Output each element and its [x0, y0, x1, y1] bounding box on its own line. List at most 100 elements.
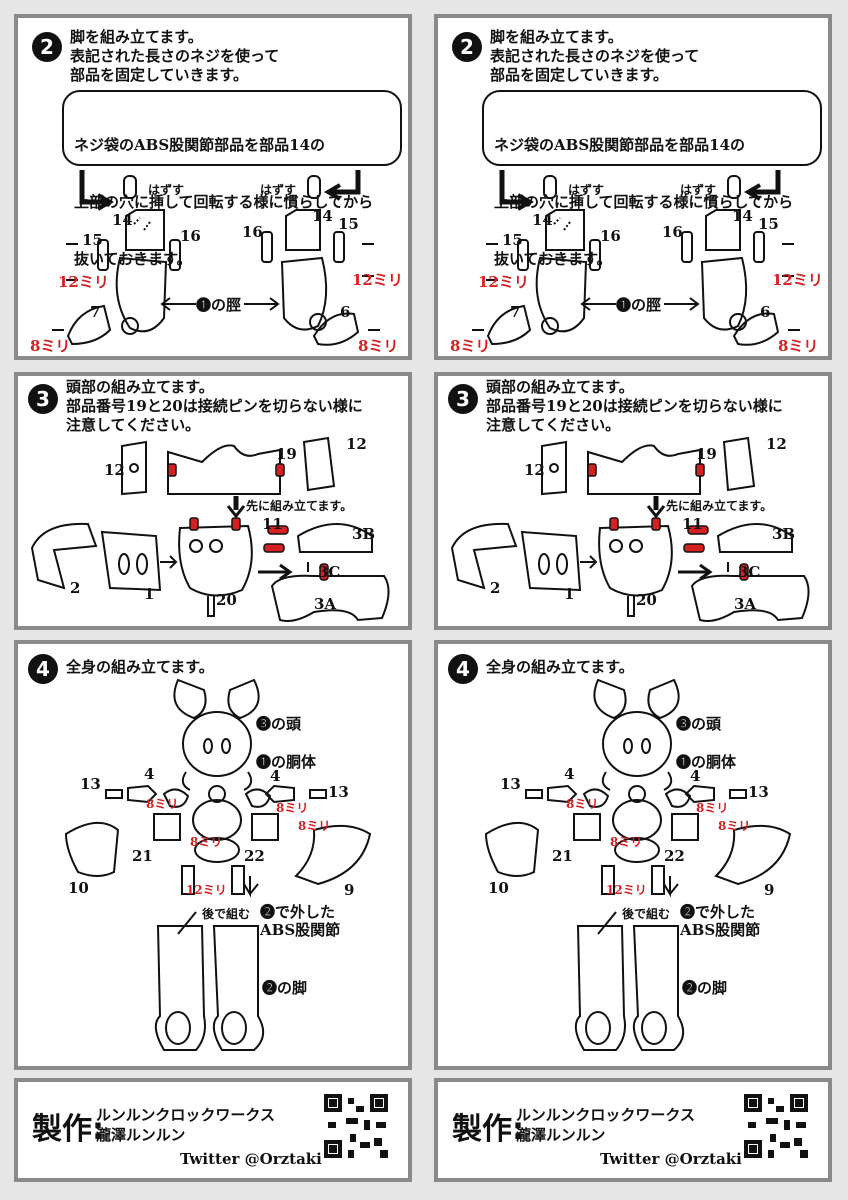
- screw-8mm-label: 8ミリ: [358, 337, 399, 355]
- head-label: ❸の頭: [676, 715, 722, 733]
- part-label-2: 2: [70, 579, 81, 597]
- part-label-14: 14: [732, 207, 753, 225]
- head-assembly-drawing: [30, 436, 390, 622]
- leg-assembly-drawing: [472, 170, 800, 346]
- screw-12mm-label: 12ミリ: [478, 273, 529, 291]
- screw-8mm-label: 8ミリ: [190, 835, 223, 849]
- part-label-3b: 3B: [772, 525, 796, 543]
- torso-label: ❶の胴体: [676, 753, 737, 771]
- step-number-badge: 4: [28, 654, 58, 684]
- part-label-14: 14: [532, 211, 553, 229]
- step-number-badge: 4: [448, 654, 478, 684]
- part-label-7: 7: [90, 303, 101, 321]
- screw-8mm-label: 8ミリ: [276, 801, 309, 815]
- step3-panel-right: 3 頭部の組み立てます。 部品番号19と20は接続ピンを切らない様に 注意してく…: [434, 372, 832, 630]
- shin-label: ❶の脛: [196, 296, 242, 314]
- part-label-3c: 3C: [318, 563, 341, 581]
- part-label-15: 15: [758, 215, 779, 233]
- part-label-22: 22: [244, 847, 265, 865]
- part-label-21: 21: [132, 847, 153, 865]
- screw-12mm-label: 12ミリ: [186, 883, 227, 897]
- full-body-assembly-drawing: [484, 678, 792, 1051]
- step3-line-1: 頭部の組み立てます。: [66, 378, 214, 396]
- remove-label: はずす: [680, 183, 717, 197]
- screw-8mm-label: 8ミリ: [778, 337, 819, 355]
- part-label-16: 16: [600, 227, 621, 245]
- part-label-10: 10: [488, 879, 509, 897]
- step4-line-1: 全身の組み立てます。: [66, 658, 214, 676]
- part-label-20: 20: [636, 591, 657, 609]
- part-label-13: 13: [748, 783, 769, 801]
- head-assembly-drawing: [450, 436, 810, 622]
- credits-twitter: Twitter @Orztaki: [180, 1150, 322, 1168]
- legs-label: ❷の脚: [262, 979, 308, 997]
- credits-title: 製作:: [32, 1112, 104, 1147]
- part-label-2: 2: [490, 579, 501, 597]
- qr-code[interactable]: [324, 1094, 388, 1158]
- step-number-badge: 2: [452, 32, 482, 62]
- step4-panel-left: 4 全身の組み立てます。: [14, 640, 412, 1070]
- step2-line-2: 表記された長さのネジを使って: [70, 47, 280, 65]
- remove-label: はずす: [568, 183, 605, 197]
- remove-label: はずす: [260, 183, 297, 197]
- step3-panel-left: 3 頭部の組み立てます。 部品番号19と20は接続ピンを切らない様に 注意してく…: [14, 372, 412, 630]
- part-label-13: 13: [328, 783, 349, 801]
- legs-label: ❷の脚: [682, 979, 728, 997]
- shin-label: ❶の脛: [616, 296, 662, 314]
- part-label-4: 4: [144, 765, 155, 783]
- step2-line-1: 脚を組み立てます。: [490, 28, 623, 46]
- part-label-9: 9: [764, 881, 775, 899]
- part-label-1: 1: [144, 585, 155, 603]
- part-label-3a: 3A: [314, 595, 337, 613]
- head-label: ❸の頭: [256, 715, 302, 733]
- part-label-15: 15: [338, 215, 359, 233]
- credits-panel-right: 製作: ルンルンクロックワークス 瀧澤ルンルン Twitter @Orztaki: [434, 1078, 832, 1182]
- part-label-14: 14: [112, 211, 133, 229]
- step2-panel-right: 2 脚を組み立てます。 表記された長さのネジを使って 部品を固定していきます。 …: [434, 14, 832, 360]
- screw-12mm-label: 12ミリ: [606, 883, 647, 897]
- remove-label: はずす: [148, 183, 185, 197]
- screw-12mm-label: 12ミリ: [772, 271, 823, 289]
- credits-twitter: Twitter @Orztaki: [600, 1150, 742, 1168]
- part-label-12: 12: [766, 435, 787, 453]
- screw-12mm-label: 12ミリ: [58, 273, 109, 291]
- part-label-11: 11: [682, 515, 703, 533]
- part-label-9: 9: [344, 881, 355, 899]
- screw-8mm-label: 8ミリ: [146, 797, 179, 811]
- credits-studio: ルンルンクロックワークス: [96, 1106, 275, 1124]
- part-label-4: 4: [564, 765, 575, 783]
- part-label-12: 12: [524, 461, 545, 479]
- part-label-16: 16: [242, 223, 263, 241]
- screw-8mm-label: 8ミリ: [566, 797, 599, 811]
- part-label-4: 4: [270, 767, 281, 785]
- part-label-13: 13: [80, 775, 101, 793]
- part-label-19: 19: [276, 445, 297, 463]
- part-label-6: 6: [760, 303, 771, 321]
- screw-8mm-label: 8ミリ: [450, 337, 491, 355]
- qr-code[interactable]: [744, 1094, 808, 1158]
- credits-author: 瀧澤ルンルン: [516, 1126, 606, 1144]
- screw-8mm-label: 8ミリ: [696, 801, 729, 815]
- part-label-3c: 3C: [738, 563, 761, 581]
- leg-assembly-drawing: [52, 170, 380, 346]
- torso-label: ❶の胴体: [256, 753, 317, 771]
- credits-studio: ルンルンクロックワークス: [516, 1106, 695, 1124]
- assemble-later-label: 後で組む: [622, 907, 671, 921]
- part-label-20: 20: [216, 591, 237, 609]
- part-label-14: 14: [312, 207, 333, 225]
- note-bubble: ネジ袋のABS股関節部品を部品14の 上部の穴に挿して回転する様に慣らしてから …: [482, 90, 822, 268]
- first-assemble-note: 先に組み立てます。: [246, 499, 353, 513]
- removed-abs-label: ❷で外した: [680, 903, 756, 921]
- part-label-4: 4: [690, 767, 701, 785]
- screw-8mm-label: 8ミリ: [718, 819, 751, 833]
- step3-line-3: 注意してください。: [486, 416, 621, 434]
- note-line-2: 上部の穴に挿して回転する様に慣らしてから: [494, 193, 794, 211]
- assemble-later-label: 後で組む: [202, 907, 251, 921]
- part-label-16: 16: [180, 227, 201, 245]
- step2-panel-left: 2 脚を組み立てます。 表記された長さのネジを使って 部品を固定していきます。 …: [14, 14, 412, 360]
- note-line-2: 上部の穴に挿して回転する様に慣らしてから: [74, 193, 374, 211]
- screw-8mm-label: 8ミリ: [298, 819, 331, 833]
- part-label-12: 12: [104, 461, 125, 479]
- step2-line-1: 脚を組み立てます。: [70, 28, 203, 46]
- abs-joint-label: ABS股関節: [680, 921, 761, 939]
